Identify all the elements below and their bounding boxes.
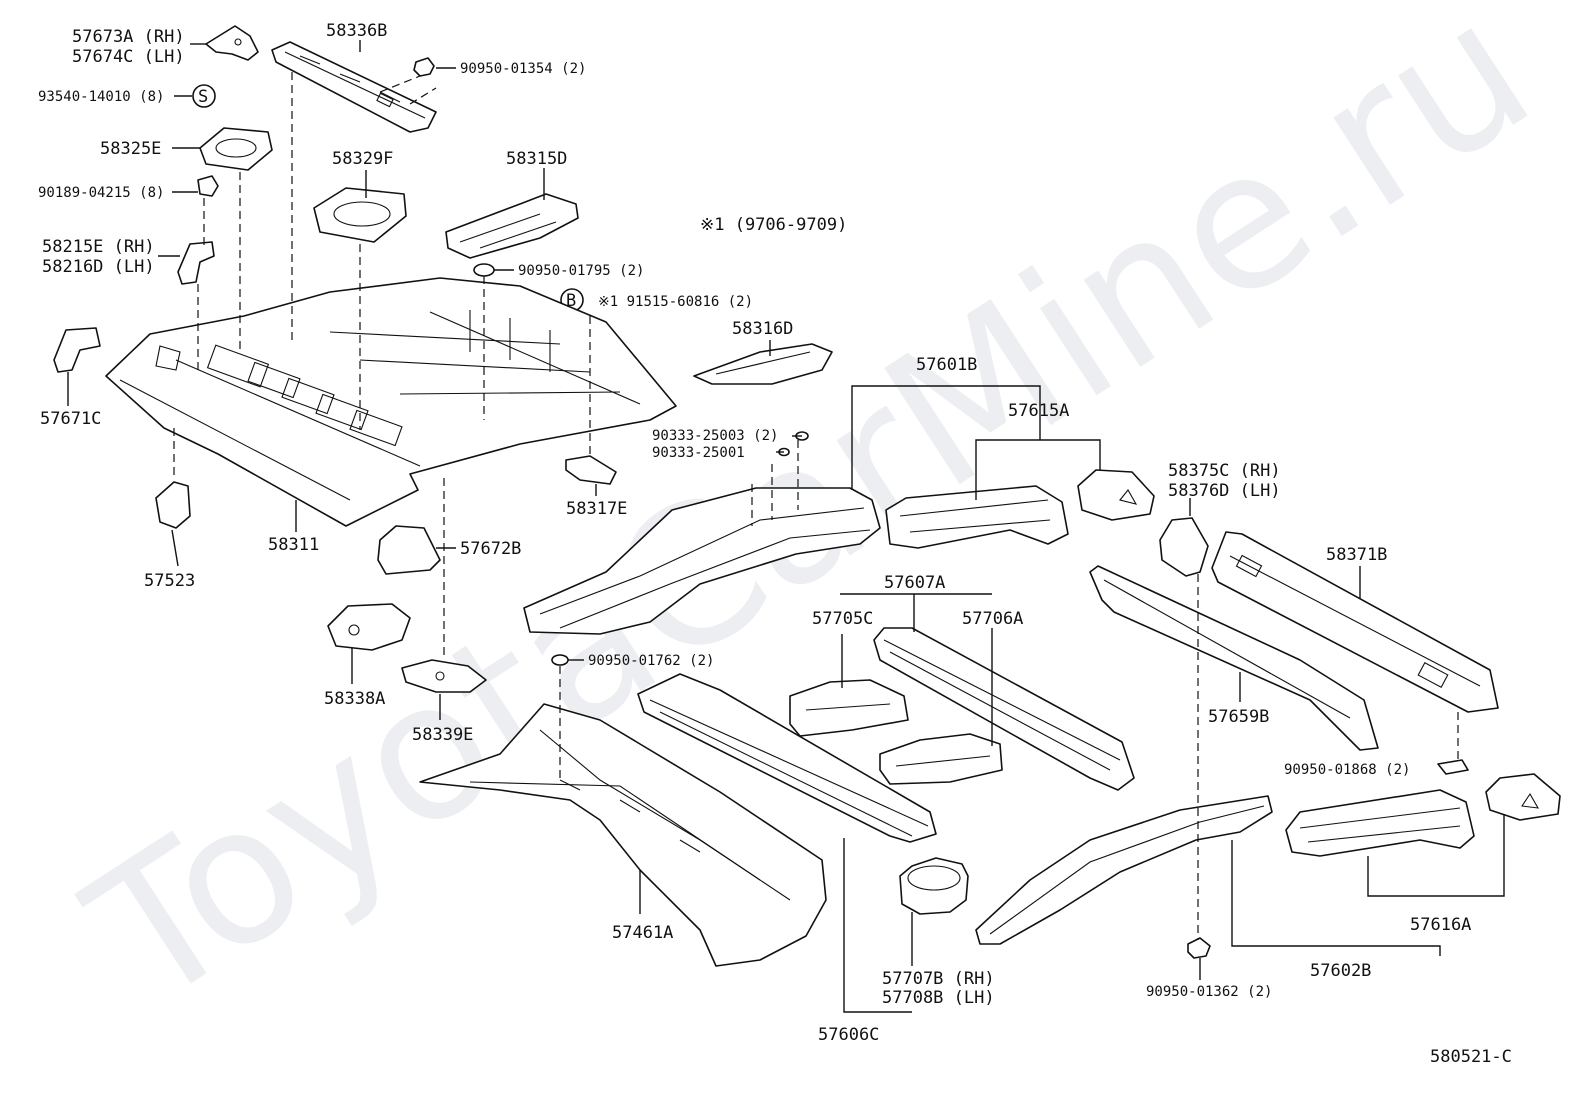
label-90950-01762: 90950-01762 (2) bbox=[588, 653, 714, 669]
part-58338a-bracket bbox=[327, 603, 411, 651]
part-57707b-grommet bbox=[899, 857, 969, 915]
label-58317e: 58317E bbox=[566, 499, 627, 519]
part-57672b-bracket bbox=[377, 525, 441, 575]
part-90950-01354-clip bbox=[413, 57, 435, 77]
label-90950-01795: 90950-01795 (2) bbox=[518, 263, 644, 279]
part-57461a-floor-member bbox=[419, 703, 827, 967]
label-57706a: 57706A bbox=[962, 609, 1023, 629]
label-58325e: 58325E bbox=[100, 139, 161, 159]
label-90333-25001: 90333-25001 bbox=[652, 445, 745, 461]
label-58215e: 58215E (RH) bbox=[42, 237, 155, 257]
label-58329f: 58329F bbox=[332, 149, 393, 169]
part-58371b-rail bbox=[1211, 531, 1499, 713]
part-58375c-bracket bbox=[1159, 517, 1209, 577]
label-57523: 57523 bbox=[144, 571, 195, 591]
label-58336b: 58336B bbox=[326, 21, 387, 41]
part-58339e-bracket bbox=[401, 659, 487, 693]
part-57706a-bracket bbox=[879, 733, 1003, 785]
part-90950-01362-plug bbox=[1187, 937, 1211, 959]
part-58329f-plate bbox=[313, 187, 407, 243]
part-90950-01868-plug bbox=[1437, 759, 1469, 775]
label-57659b: 57659B bbox=[1208, 707, 1269, 727]
part-58215e-bracket bbox=[177, 241, 215, 285]
label-58376d: 58376D (LH) bbox=[1168, 481, 1281, 501]
part-57601b-frame-rail bbox=[523, 487, 881, 635]
label-57601b: 57601B bbox=[916, 355, 977, 375]
label-57708b: 57708B (LH) bbox=[882, 988, 995, 1008]
part-57705c-bracket bbox=[789, 679, 909, 737]
leader-lines bbox=[67, 40, 1505, 1013]
part-57673a-bracket bbox=[205, 25, 259, 61]
part-57671c-bracket bbox=[53, 327, 101, 373]
label-57616a: 57616A bbox=[1410, 915, 1471, 935]
label-57461a: 57461A bbox=[612, 923, 673, 943]
label-57606c: 57606C bbox=[818, 1025, 879, 1045]
label-90950-01354: 90950-01354 (2) bbox=[460, 61, 586, 77]
label-91515-60816: ※1 91515-60816 (2) bbox=[598, 294, 753, 310]
part-58317e-clip bbox=[565, 455, 617, 485]
label-57705c: 57705C bbox=[812, 609, 873, 629]
assembly-dashed-lines bbox=[173, 72, 1459, 940]
label-58316d: 58316D bbox=[732, 319, 793, 339]
label-90189-04215: 90189-04215 (8) bbox=[38, 185, 164, 201]
label-58339e: 58339E bbox=[412, 725, 473, 745]
part-57607a-crossmember bbox=[873, 627, 1135, 791]
label-57673a: 57673A (RH) bbox=[72, 27, 185, 47]
part-90950-01762-clip bbox=[551, 654, 569, 666]
label-58371b: 58371B bbox=[1326, 545, 1387, 565]
part-90189-bolt bbox=[197, 175, 219, 197]
label-58375c: 58375C (RH) bbox=[1168, 461, 1281, 481]
part-57616a-end-bracket bbox=[1485, 773, 1561, 821]
label-58315d: 58315D bbox=[506, 149, 567, 169]
label-90950-01868: 90950-01868 (2) bbox=[1284, 762, 1410, 778]
label-57607a: 57607A bbox=[884, 573, 945, 593]
diagram-code: 580521-C bbox=[1430, 1047, 1512, 1067]
label-57674c: 57674C (LH) bbox=[72, 47, 185, 67]
part-58325e-plate bbox=[199, 127, 273, 171]
label-93540-14010: 93540-14010 (8) bbox=[38, 89, 164, 105]
part-58336b-panel bbox=[271, 41, 437, 133]
part-90950-01795-grommet bbox=[473, 263, 495, 277]
symbol-b-text: B bbox=[566, 291, 576, 311]
label-58338a: 58338A bbox=[324, 689, 385, 709]
label-57707b: 57707B (RH) bbox=[882, 969, 995, 989]
label-90950-01362: 90950-01362 (2) bbox=[1146, 984, 1272, 1000]
part-57602b-frame-rail bbox=[975, 795, 1273, 945]
part-58311-floor-pan bbox=[105, 277, 677, 527]
symbol-s-marker: S bbox=[192, 84, 216, 108]
footnote-label: ※1 (9706-9709) bbox=[700, 215, 847, 235]
part-57616a-crossmember bbox=[1285, 789, 1475, 857]
part-57615a-crossmember bbox=[885, 485, 1069, 549]
label-90333-25003: 90333-25003 (2) bbox=[652, 428, 778, 444]
label-57671c: 57671C bbox=[40, 409, 101, 429]
part-58316d-bracket bbox=[693, 343, 833, 385]
symbol-s-text: S bbox=[198, 87, 208, 107]
label-57672b: 57672B bbox=[460, 539, 521, 559]
part-57606c-rail bbox=[637, 673, 937, 843]
part-58315d-bracket bbox=[445, 193, 579, 259]
part-57615a-end-bracket bbox=[1077, 469, 1155, 521]
part-labels: 57673A (RH) 57674C (LH) 58336B 90950-013… bbox=[38, 21, 1512, 1067]
label-57615a: 57615A bbox=[1008, 401, 1069, 421]
label-58216d: 58216D (LH) bbox=[42, 257, 155, 277]
part-57523-bracket bbox=[155, 481, 191, 529]
label-57602b: 57602B bbox=[1310, 961, 1371, 981]
part-57659b-side-rail bbox=[1089, 565, 1379, 751]
label-58311: 58311 bbox=[268, 535, 319, 555]
